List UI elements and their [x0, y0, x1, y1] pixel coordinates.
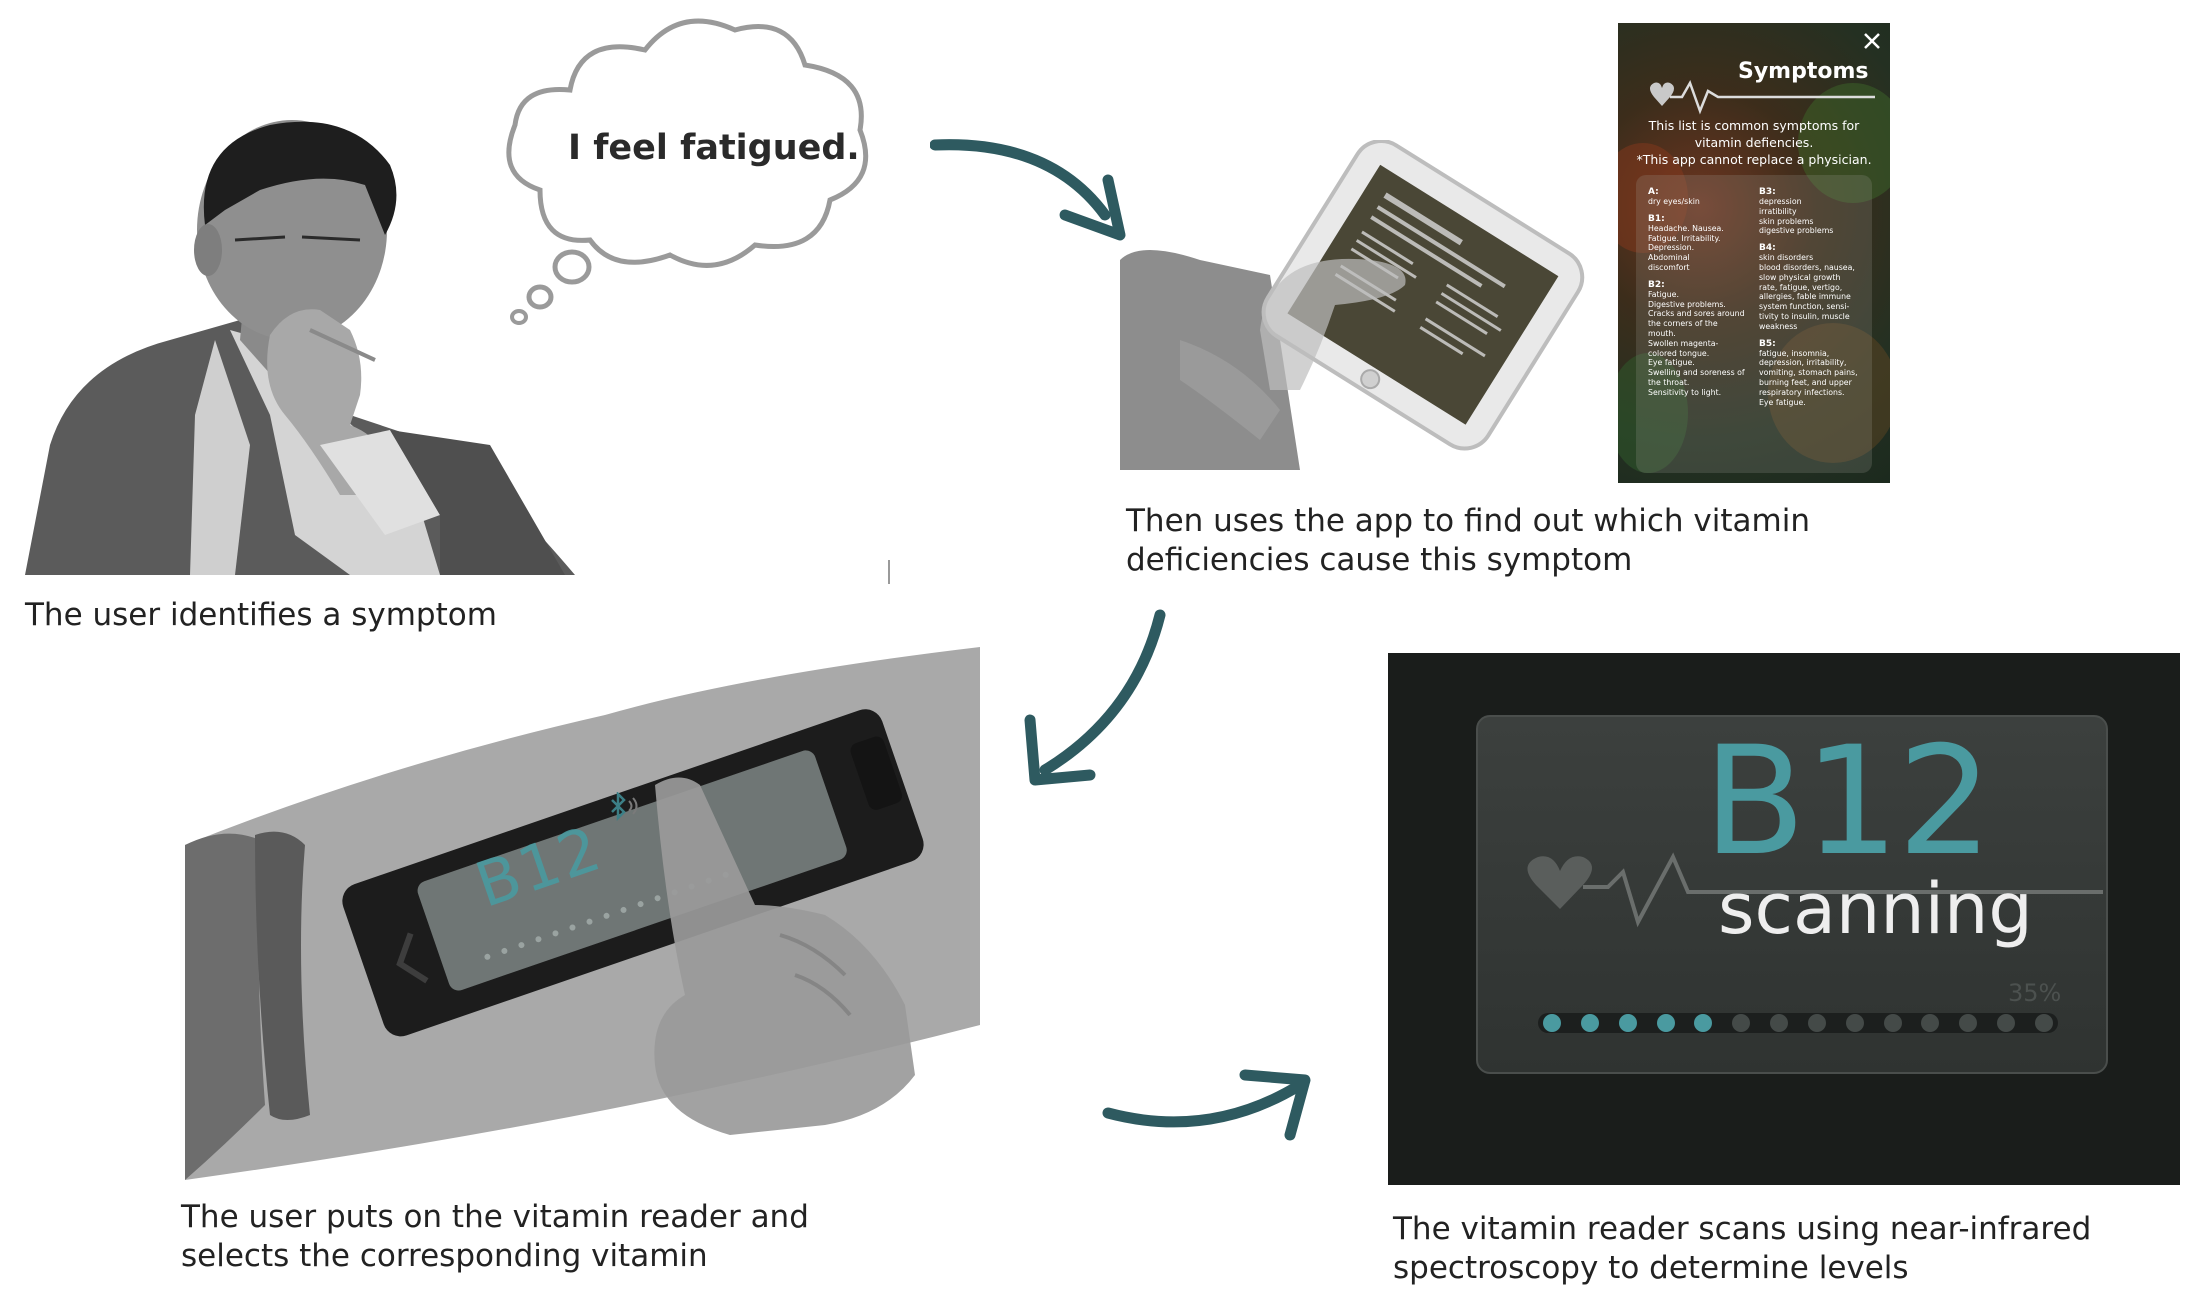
veg-blob-2: [1798, 83, 1890, 203]
vitamin-symptoms: Fatigue. Digestive problems. Cracks and …: [1648, 289, 1745, 397]
vitamin-symptoms: fatigue, insomnia, depression, irritabil…: [1759, 348, 1858, 407]
step2-caption: Then uses the app to find out which vita…: [1126, 503, 1810, 578]
heartbeat-icon: [1650, 80, 1875, 115]
vitamin-name: A:: [1648, 187, 1659, 197]
app-title: Symptoms: [1738, 59, 1869, 84]
symptoms-right-column: B3: depression irratibility skin problem…: [1759, 187, 1869, 407]
scanning-screen: B12 scanning 35%: [1388, 653, 2180, 1185]
vitamin-name: B5:: [1759, 338, 1776, 349]
progress-dots: [1538, 1013, 2058, 1033]
vitamin-name: B2:: [1648, 279, 1665, 290]
vitamin-symptoms: dry eyes/skin: [1648, 197, 1700, 206]
person-silhouette: [25, 120, 575, 575]
veg-blob-1: [1618, 143, 1688, 253]
arrow-step3-to-step4: [1102, 1069, 1311, 1141]
step4-caption: The vitamin reader scans using near-infr…: [1393, 1211, 2092, 1286]
progress-dot-filled: [1580, 1014, 1599, 1032]
vitamin-symptoms: depression irratibility skin problems di…: [1759, 197, 1834, 236]
progress-dot-empty: [1883, 1014, 1902, 1032]
symptoms-left-column: A: dry eyes/skin B1: Headache. Nausea. F…: [1648, 187, 1753, 398]
vitamin-entry: B3: depression irratibility skin problem…: [1759, 187, 1869, 236]
veg-blob-3: [1768, 323, 1890, 463]
progress-dot-empty: [1845, 1014, 1864, 1032]
phone-in-hand: [1120, 140, 1585, 470]
scanning-status: scanning: [1718, 868, 2033, 950]
veg-blob-4: [1618, 353, 1688, 473]
progress-dot-filled: [1543, 1014, 1561, 1032]
progress-dot-filled: [1618, 1014, 1637, 1032]
progress-dot-empty: [1921, 1014, 1940, 1032]
vitamin-entry: B4: skin disorders blood disorders, naus…: [1759, 243, 1869, 331]
vitamin-symptoms: Headache. Nausea. Fatigue. Irritability.…: [1648, 223, 1724, 272]
vitamin-name: B3:: [1759, 187, 1776, 197]
progress-dot-filled: [1694, 1014, 1713, 1032]
arm-with-vitamin-reader: [185, 647, 980, 1180]
progress-percent: 35%: [2008, 979, 2062, 1007]
scanning-card: B12 scanning 35%: [1476, 715, 2108, 1074]
close-icon[interactable]: [1862, 31, 1882, 51]
progress-dot-empty: [1959, 1014, 1978, 1032]
progress-dot-empty: [1770, 1014, 1789, 1032]
vitamin-b12-title: B12: [1703, 715, 1993, 889]
vitamin-name: B4:: [1759, 243, 1776, 254]
bluetooth-icon: [611, 792, 638, 822]
app-intro: This list is common symptoms for vitamin…: [1636, 118, 1872, 167]
progress-dot-empty: [1997, 1014, 2016, 1032]
vitamin-name: B1:: [1648, 213, 1665, 224]
symptoms-app-screen: Symptoms This list is common symptoms fo…: [1618, 23, 1890, 483]
arrow-step1-to-step2: [930, 139, 1126, 241]
step1-caption: The user identifies a symptom: [25, 597, 497, 633]
vitamin-entry: A: dry eyes/skin: [1648, 187, 1753, 207]
arrow-step2-to-step3: [1024, 609, 1166, 786]
step3-caption: The user puts on the vitamin reader and …: [181, 1199, 809, 1274]
progress-dot-empty: [1732, 1014, 1751, 1032]
vitamin-entry: B1: Headache. Nausea. Fatigue. Irritabil…: [1648, 214, 1753, 273]
thought-text: I feel fatigued.: [568, 128, 860, 168]
vitamin-entry: B5: fatigue, insomnia, depression, irrit…: [1759, 339, 1869, 408]
progress-dot-filled: [1656, 1014, 1675, 1032]
progress-dot-empty: [1807, 1014, 1826, 1032]
progress-dot-empty: [2035, 1014, 2053, 1032]
vitamin-entry: B2: Fatigue. Digestive problems. Cracks …: [1648, 280, 1753, 398]
divider-tick: [888, 560, 890, 584]
vitamin-symptoms: skin disorders blood disorders, nausea, …: [1759, 253, 1855, 331]
symptoms-list-panel: A: dry eyes/skin B1: Headache. Nausea. F…: [1636, 175, 1872, 473]
thought-bubble: [506, 18, 869, 325]
heartbeat-icon: [1527, 852, 2103, 928]
